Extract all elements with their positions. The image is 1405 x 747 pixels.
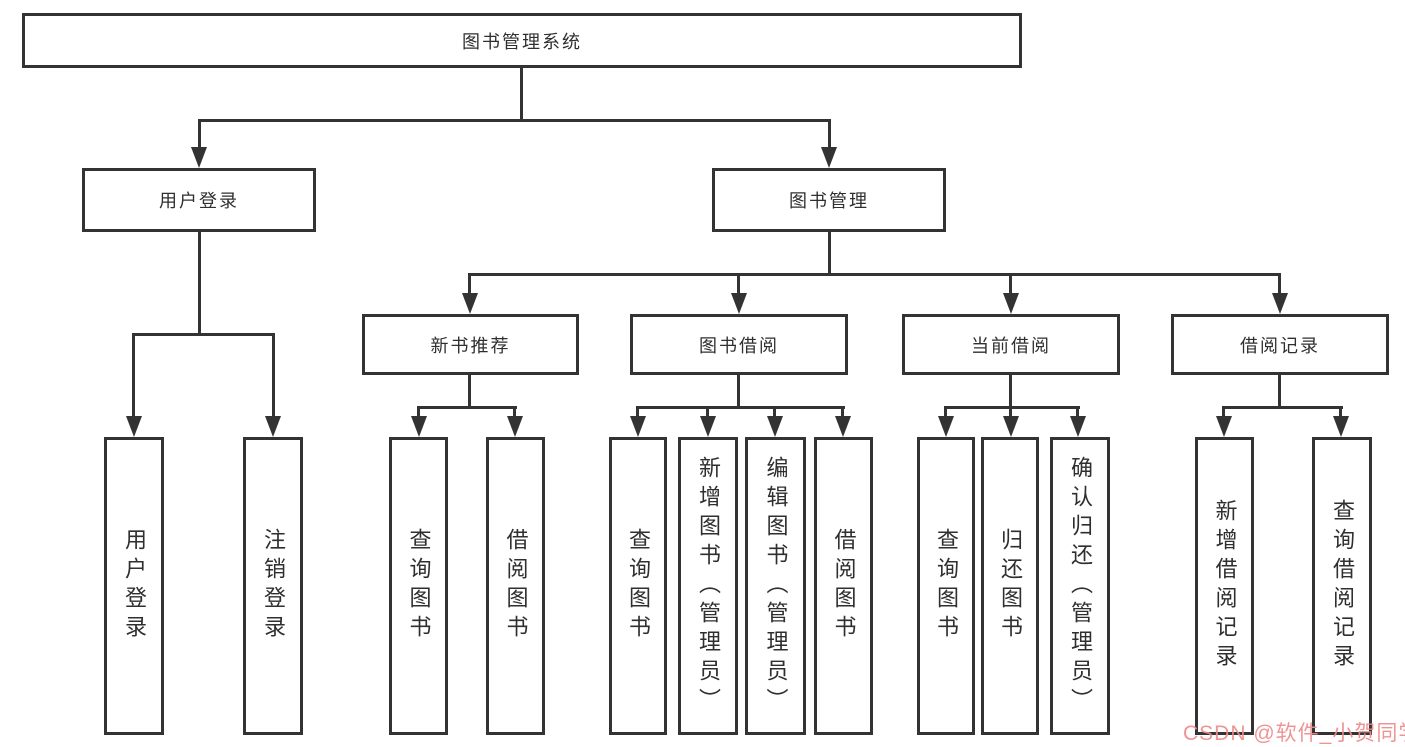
node-leaf-logout-label: 注销登录 (261, 528, 286, 644)
node-leaf-user-login: 用户登录 (104, 437, 164, 735)
arrow-down-icon (1272, 293, 1288, 314)
connector-line (737, 373, 740, 409)
arrow-down-icon (265, 416, 281, 437)
connector-line (272, 333, 275, 418)
arrow-down-icon (462, 293, 478, 314)
arrow-down-icon (700, 416, 716, 437)
connector-line (1278, 373, 1281, 409)
node-leaf-query-borrow-record: 查询借阅记录 (1312, 437, 1372, 735)
node-root: 图书管理系统 (22, 13, 1022, 68)
connector-line (1339, 406, 1342, 418)
connector-line (468, 373, 471, 409)
arrow-down-icon (1216, 416, 1232, 437)
connector-line (828, 119, 831, 151)
node-leaf-add-borrow-record-label: 新增借阅记录 (1212, 499, 1238, 673)
connector-line (468, 273, 1281, 276)
connector-line (132, 333, 135, 418)
connector-line (737, 273, 740, 295)
node-leaf-add-books-admin-label: 新增图书（管理员） (696, 455, 721, 717)
node-borrowing-records-label: 借阅记录 (1240, 335, 1320, 356)
node-leaf-query-borrow-record-label: 查询借阅记录 (1330, 499, 1355, 673)
connector-line (1278, 273, 1281, 295)
arrow-down-icon (191, 147, 207, 168)
connector-line (1222, 406, 1343, 409)
connector-line (636, 406, 845, 409)
arrow-down-icon (1003, 293, 1019, 314)
node-root-label: 图书管理系统 (462, 31, 582, 52)
node-leaf-edit-books-admin: 编辑图书（管理员） (745, 437, 806, 735)
arrow-down-icon (1070, 416, 1086, 437)
arrow-down-icon (630, 416, 646, 437)
arrow-down-icon (938, 416, 954, 437)
node-leaf-query-books-current-label: 查询图书 (934, 528, 959, 644)
connector-line (706, 406, 709, 418)
connector-line (841, 406, 844, 418)
connector-line (198, 119, 201, 151)
node-new-book-recommend: 新书推荐 (362, 314, 579, 375)
connector-line (1076, 406, 1079, 418)
node-leaf-query-books-recommend-label: 查询图书 (406, 528, 432, 644)
connector-line (1009, 273, 1012, 295)
node-leaf-borrow-books-recommend: 借阅图书 (486, 437, 545, 735)
arrow-down-icon (767, 416, 783, 437)
connector-line (520, 68, 523, 121)
node-book-management-label: 图书管理 (789, 191, 869, 211)
arrow-down-icon (126, 416, 142, 437)
node-leaf-add-books-admin: 新增图书（管理员） (678, 437, 738, 735)
arrow-down-icon (1003, 416, 1019, 437)
connector-line (417, 406, 517, 409)
node-leaf-confirm-return-admin: 确认归还（管理员） (1050, 437, 1110, 735)
connector-line (468, 273, 471, 295)
arrow-down-icon (821, 147, 837, 168)
node-leaf-return-books: 归还图书 (981, 437, 1039, 735)
connector-line (636, 406, 639, 418)
node-current-borrowing-label: 当前借阅 (971, 335, 1051, 356)
node-book-management: 图书管理 (712, 168, 946, 232)
connector-line (1009, 406, 1012, 418)
connector-line (417, 406, 420, 418)
node-leaf-user-login-label: 用户登录 (122, 528, 147, 644)
node-leaf-query-books-borrowing: 查询图书 (609, 437, 667, 735)
node-book-borrowing-label: 图书借阅 (699, 335, 779, 356)
node-leaf-return-books-label: 归还图书 (998, 528, 1023, 644)
node-user-login: 用户登录 (82, 168, 316, 232)
arrow-down-icon (1333, 416, 1349, 437)
node-leaf-query-books-recommend: 查询图书 (389, 437, 448, 735)
node-user-login-label: 用户登录 (159, 191, 239, 211)
connector-line (1009, 373, 1012, 409)
connector-line (513, 406, 516, 418)
node-book-borrowing: 图书借阅 (630, 314, 848, 375)
connector-line (132, 333, 275, 336)
connector-line (773, 406, 776, 418)
node-leaf-confirm-return-admin-label: 确认归还（管理员） (1068, 455, 1093, 717)
connector-line (198, 119, 831, 122)
node-leaf-edit-books-admin-label: 编辑图书（管理员） (763, 455, 789, 717)
connector-line (828, 232, 831, 276)
arrow-down-icon (507, 416, 523, 437)
watermark: CSDN @软件_小贺同学 (1183, 722, 1405, 745)
connector-line (944, 406, 947, 418)
arrow-down-icon (731, 293, 747, 314)
connector-line (944, 406, 1080, 409)
connector-line (198, 232, 201, 336)
node-new-book-recommend-label: 新书推荐 (430, 335, 511, 356)
arrow-down-icon (411, 416, 427, 437)
node-leaf-add-borrow-record: 新增借阅记录 (1195, 437, 1254, 735)
node-leaf-query-books-borrowing-label: 查询图书 (626, 528, 651, 644)
node-borrowing-records: 借阅记录 (1171, 314, 1389, 375)
node-leaf-query-books-current: 查询图书 (917, 437, 975, 735)
node-leaf-logout: 注销登录 (243, 437, 303, 735)
node-leaf-borrow-books-borrowing-label: 借阅图书 (831, 528, 857, 644)
node-current-borrowing: 当前借阅 (902, 314, 1120, 375)
arrow-down-icon (835, 416, 851, 437)
node-leaf-borrow-books-borrowing: 借阅图书 (814, 437, 873, 735)
connector-line (1222, 406, 1225, 418)
node-leaf-borrow-books-recommend-label: 借阅图书 (503, 528, 529, 644)
